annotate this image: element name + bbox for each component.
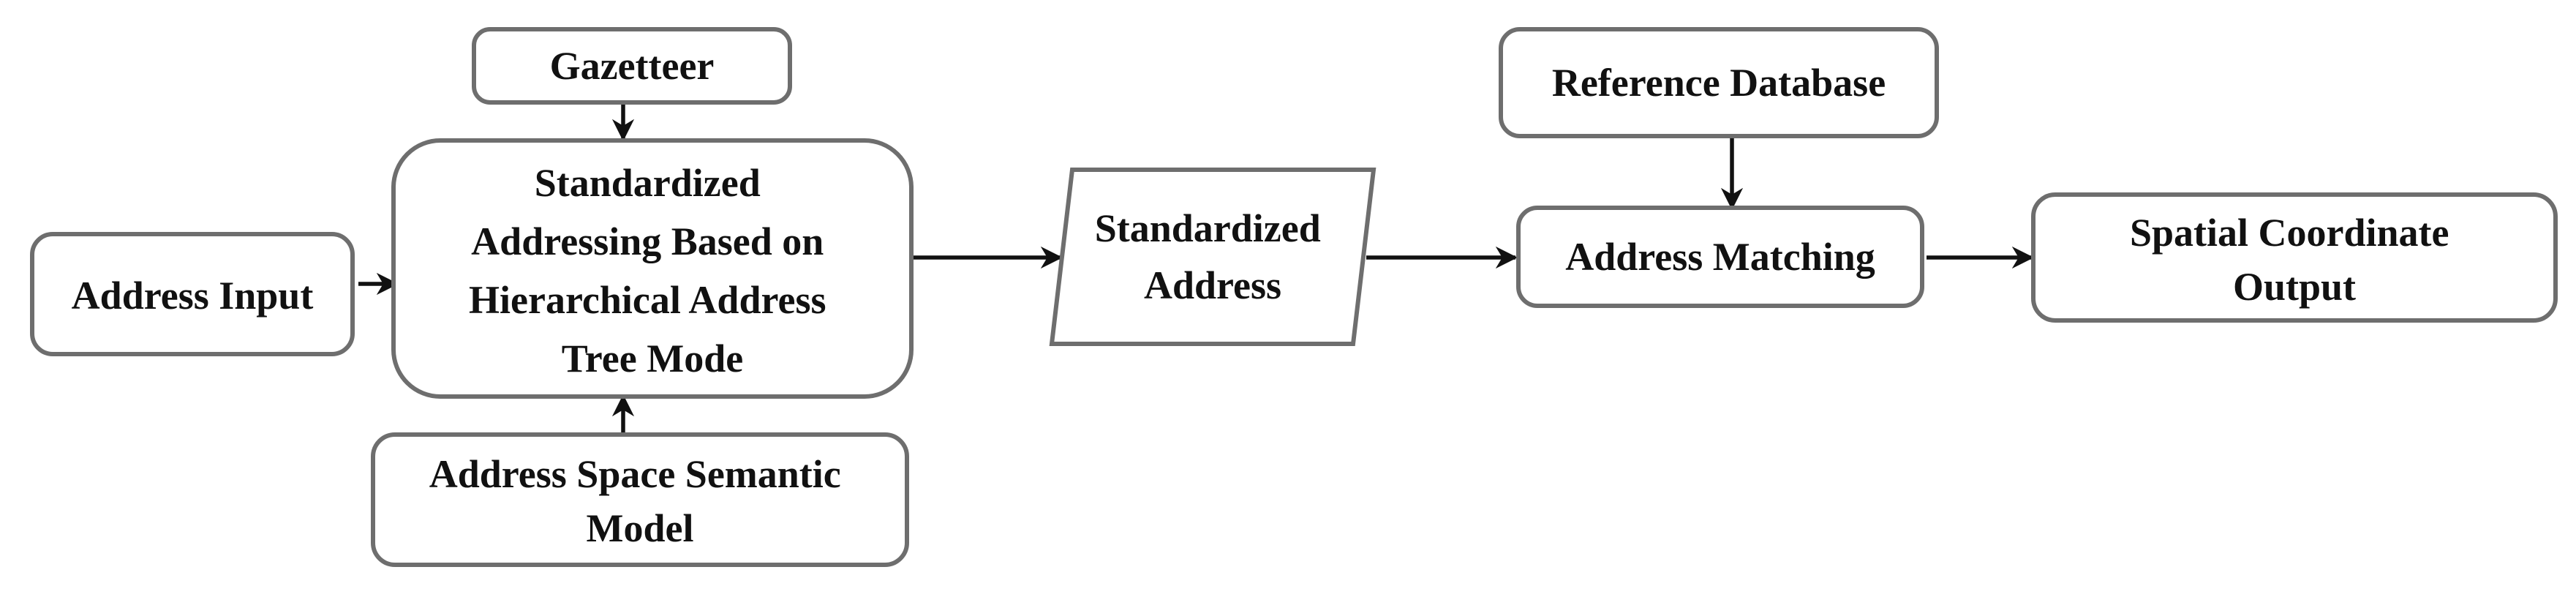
gazetteer-box xyxy=(472,27,792,105)
standardized-addressing-line-3: Hierarchical Address xyxy=(469,278,826,322)
spatial-output-box xyxy=(2031,192,2558,323)
address-input-label: Address Input xyxy=(72,274,314,318)
node-standardized-address: Standardized Address xyxy=(1049,168,1376,346)
reference-database-box xyxy=(1499,27,1939,138)
spatial-output-line-1: Spatial Coordinate xyxy=(2130,211,2449,255)
standardized-address-line-1: Standardized xyxy=(1095,206,1321,250)
spatial-output-line-2: Output xyxy=(2233,265,2356,309)
spatial-output-label: Spatial Coordinate Output xyxy=(2130,211,2459,309)
standardized-addressing-label: Standardized Addressing Based on Hierarc… xyxy=(469,161,836,380)
edges xyxy=(358,102,2035,435)
standardized-addressing-line-1: Standardized xyxy=(535,161,761,205)
semantic-model-line-2: Model xyxy=(587,506,694,550)
standardized-address-shape xyxy=(1049,168,1376,346)
address-matching-label: Address Matching xyxy=(1565,235,1875,279)
standardized-address-line-2: Address xyxy=(1144,263,1281,307)
semantic-model-line-1: Address Space Semantic xyxy=(429,452,841,496)
standardized-addressing-line-4: Tree Mode xyxy=(562,337,743,380)
address-input-box xyxy=(30,232,355,356)
node-address-space-semantic-model: Address Space Semantic Model xyxy=(371,432,909,567)
reference-database-label: Reference Database xyxy=(1552,61,1886,105)
address-matching-box xyxy=(1516,206,1924,308)
standardized-addressing-box xyxy=(391,138,914,399)
semantic-model-box xyxy=(371,432,909,567)
node-gazetteer: Gazetteer xyxy=(472,27,792,105)
gazetteer-label: Gazetteer xyxy=(550,44,715,88)
node-reference-database: Reference Database xyxy=(1499,27,1939,138)
node-address-input: Address Input xyxy=(30,232,355,356)
node-spatial-coordinate-output: Spatial Coordinate Output xyxy=(2031,192,2558,323)
standardized-address-label: Standardized Address xyxy=(1095,206,1331,307)
node-standardized-addressing: Standardized Addressing Based on Hierarc… xyxy=(391,138,914,399)
semantic-model-label: Address Space Semantic Model xyxy=(429,452,851,550)
node-address-matching: Address Matching xyxy=(1516,206,1924,308)
standardized-addressing-line-2: Addressing Based on xyxy=(471,219,824,263)
